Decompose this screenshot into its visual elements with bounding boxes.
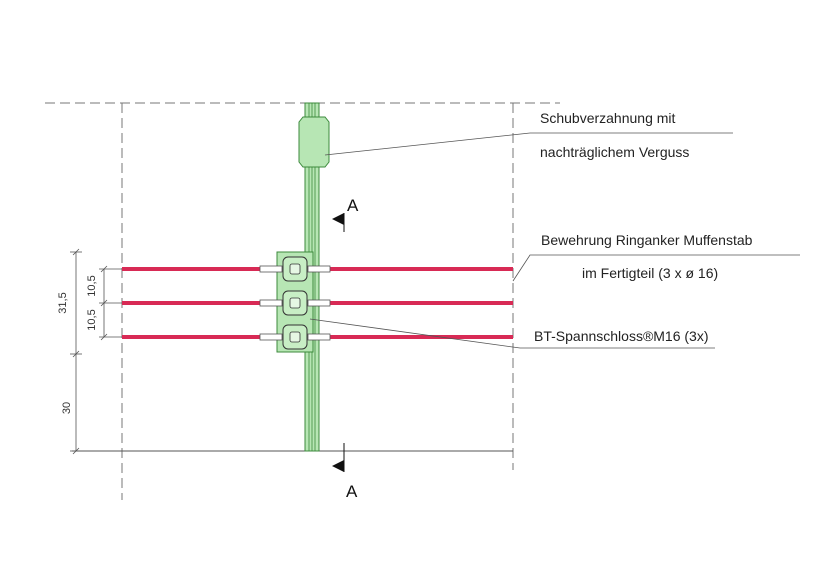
- turnbuckle-1-nut: [289, 263, 301, 275]
- rebars: [122, 267, 513, 339]
- turnbuckle-2-rod-right: [307, 299, 331, 307]
- turnbuckle-3-rod-right: [307, 333, 331, 341]
- turnbuckle-label-count: (3x): [681, 328, 709, 344]
- leader-turnbuckle: [309, 318, 715, 349]
- section-marker-bottom: A: [332, 443, 358, 501]
- shear-key: [298, 116, 330, 168]
- section-marker-top: A: [332, 196, 359, 232]
- dim-tick-3: [72, 447, 80, 455]
- dimension-chain: [70, 248, 122, 455]
- leader-shear-key: [324, 132, 733, 156]
- dimension-total: 31,5: [57, 292, 69, 313]
- turnbuckle-1: [259, 256, 331, 282]
- leader-lines: [309, 132, 800, 349]
- dimension-bottom: 30: [61, 402, 73, 414]
- dimension-spacing-1: 10,5: [86, 275, 98, 296]
- section-label-bottom: A: [346, 482, 358, 501]
- dim-tick-2: [72, 350, 80, 358]
- dim-tick-4: [100, 265, 108, 273]
- shear-key-label-line2: nachträglichem Verguss: [540, 144, 689, 160]
- section-arrow-bottom-icon: [332, 460, 344, 472]
- turnbuckle-label-main: BT-Spannschloss®M16: [534, 328, 681, 344]
- turnbuckle-2-rod-left: [259, 299, 283, 307]
- turnbuckle-3: [259, 324, 331, 350]
- turnbuckle-1-rod-right: [307, 265, 331, 273]
- turnbuckle-3-rod-left: [259, 333, 283, 341]
- turnbuckle-3-nut: [289, 331, 301, 343]
- dim-tick-1: [72, 248, 80, 256]
- section-arrow-top-icon: [332, 213, 344, 225]
- dim-tick-5: [100, 299, 108, 307]
- turnbuckle-2-nut: [289, 297, 301, 309]
- rebar-label-line1: Bewehrung Ringanker Muffenstab: [541, 232, 753, 248]
- turnbuckle-label: BT-Spannschloss®M16 (3x): [534, 328, 709, 344]
- turnbuckle-1-rod-left: [259, 265, 283, 273]
- shear-key-label-line1: Schubverzahnung mit: [540, 110, 676, 126]
- dimension-spacing-2: 10,5: [86, 309, 98, 330]
- turnbuckle-2: [259, 290, 331, 316]
- leader-rebar: [512, 254, 800, 282]
- dim-tick-6: [100, 333, 108, 341]
- rebar-label-line2: im Fertigteil (3 x ø 16): [582, 265, 718, 281]
- section-label-top: A: [347, 196, 359, 215]
